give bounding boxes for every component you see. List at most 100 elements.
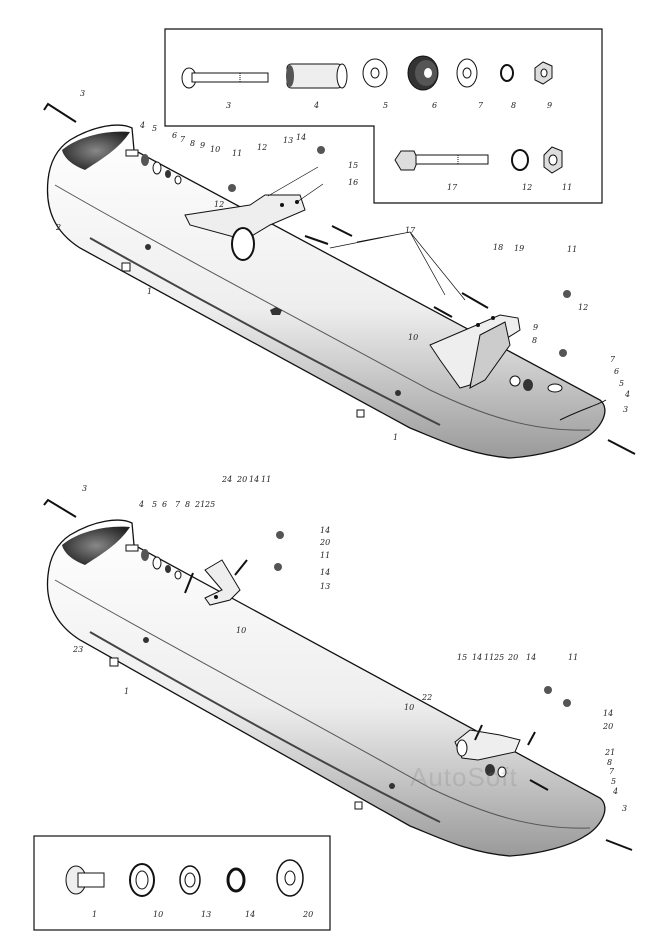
callout-label: 11 bbox=[567, 245, 577, 254]
callout-label: 15 bbox=[457, 653, 467, 662]
callout-label: 18 bbox=[493, 243, 503, 252]
callout-label: 12 bbox=[522, 183, 532, 192]
callout-label: 4 bbox=[139, 121, 145, 130]
callout-label: 7 bbox=[610, 355, 616, 364]
lock-washer-icon bbox=[500, 64, 514, 82]
callout-label: 1 bbox=[124, 687, 129, 696]
callout-label: 13 bbox=[283, 136, 293, 145]
callout-label: 10 bbox=[404, 703, 414, 712]
callout-label: 5 bbox=[619, 379, 624, 388]
callout-label: 11 bbox=[562, 183, 572, 192]
callout-label: 13 bbox=[201, 910, 211, 919]
large-washer-icon bbox=[276, 859, 304, 897]
washer-icon bbox=[362, 58, 388, 88]
callout-label: 8 bbox=[532, 336, 537, 345]
callout-label: 4 bbox=[138, 500, 144, 509]
callout-label: 10 bbox=[236, 626, 246, 635]
callout-label: 21 bbox=[604, 748, 615, 757]
callout-label: 7 bbox=[478, 101, 484, 110]
rubber-bushing-icon bbox=[407, 55, 439, 91]
callout-label: 6 bbox=[432, 101, 437, 110]
callout-label: 3 bbox=[622, 804, 627, 813]
callout-label: 20 bbox=[507, 653, 518, 662]
callout-label: 14 bbox=[472, 653, 482, 662]
callout-label: 11 bbox=[232, 149, 242, 158]
bottom-callouts: 3 4 5 6 7 8 21 25 24 20 14 11 14 20 11 1… bbox=[72, 475, 627, 813]
callout-label: 25 bbox=[493, 653, 504, 662]
flat-washer-icon bbox=[456, 58, 478, 88]
bottom-bumper bbox=[43, 498, 633, 857]
callout-label: 17 bbox=[447, 183, 458, 192]
sleeve-icon bbox=[286, 63, 348, 89]
callout-label: 8 bbox=[185, 500, 190, 509]
callout-label: 21 bbox=[194, 500, 205, 509]
callout-label: 7 bbox=[180, 135, 186, 144]
callout-label: 6 bbox=[162, 500, 167, 509]
callout-label: 9 bbox=[200, 141, 205, 150]
callout-label: 10 bbox=[153, 910, 163, 919]
callout-label: 11 bbox=[568, 653, 578, 662]
callout-label: 6 bbox=[172, 131, 177, 140]
callout-label: 5 bbox=[152, 500, 157, 509]
callout-label: 8 bbox=[607, 758, 612, 767]
callout-label: 7 bbox=[609, 767, 615, 776]
callout-label: 9 bbox=[547, 101, 552, 110]
callout-label: 3 bbox=[226, 101, 231, 110]
callout-label: 4 bbox=[612, 787, 618, 796]
callout-label: 14 bbox=[249, 475, 259, 484]
callout-label: 14 bbox=[320, 526, 330, 535]
callout-label: 15 bbox=[348, 161, 358, 170]
callout-label: 11 bbox=[320, 551, 330, 560]
top-callouts: 3 4 5 6 7 8 9 10 2 1 11 12 13 14 15 16 1… bbox=[55, 89, 630, 442]
callout-label: 25 bbox=[204, 500, 215, 509]
callout-label: 14 bbox=[320, 568, 330, 577]
callout-label: 12 bbox=[214, 200, 224, 209]
callout-label: 13 bbox=[320, 582, 330, 591]
callout-label: 16 bbox=[348, 178, 358, 187]
callout-label: 11 bbox=[484, 653, 494, 662]
callout-label: 20 bbox=[602, 722, 613, 731]
callout-label: 3 bbox=[623, 405, 628, 414]
callout-label: 6 bbox=[614, 367, 619, 376]
callout-label: 1 bbox=[92, 910, 97, 919]
callout-label: 23 bbox=[72, 645, 83, 654]
callout-label: 2 bbox=[55, 223, 61, 232]
callout-label: 5 bbox=[611, 777, 616, 786]
callout-label: 14 bbox=[526, 653, 536, 662]
bottom-inset-box: 1 10 13 14 20 bbox=[33, 835, 331, 931]
callout-label: 4 bbox=[313, 101, 319, 110]
callout-label: 20 bbox=[319, 538, 330, 547]
callout-label: 7 bbox=[175, 500, 181, 509]
callout-label: 10 bbox=[408, 333, 418, 342]
callout-label: 22 bbox=[421, 693, 432, 702]
callout-label: 8 bbox=[511, 101, 516, 110]
watermark: AutoSoft bbox=[410, 762, 518, 792]
callout-label: 24 bbox=[221, 475, 232, 484]
callout-label: 14 bbox=[603, 709, 613, 718]
callout-label: 14 bbox=[245, 910, 255, 919]
callout-label: 5 bbox=[152, 124, 157, 133]
top-inset-box: 3 4 5 6 7 8 9 17 12 11 bbox=[164, 28, 603, 204]
callout-label: 12 bbox=[257, 143, 267, 152]
callout-label: 17 bbox=[405, 226, 416, 235]
large-nut-icon bbox=[543, 146, 563, 174]
callout-label: 20 bbox=[302, 910, 313, 919]
callout-label: 20 bbox=[236, 475, 247, 484]
callout-label: 5 bbox=[383, 101, 388, 110]
callout-label: 19 bbox=[514, 244, 524, 253]
top-bumper bbox=[43, 102, 636, 459]
callout-label: 3 bbox=[82, 484, 87, 493]
hex-bolt-icon bbox=[394, 150, 489, 171]
hex-nut-icon bbox=[534, 61, 553, 85]
callout-label: 1 bbox=[393, 433, 398, 442]
washer-icon bbox=[129, 863, 155, 897]
callout-label: 4 bbox=[624, 390, 630, 399]
lock-washer-icon bbox=[226, 867, 246, 893]
callout-label: 1 bbox=[147, 287, 152, 296]
callout-label: 12 bbox=[578, 303, 588, 312]
callout-label: 8 bbox=[190, 139, 195, 148]
washer-icon bbox=[179, 865, 201, 895]
carriage-bolt-icon bbox=[181, 67, 269, 89]
spring-washer-icon bbox=[511, 149, 529, 171]
